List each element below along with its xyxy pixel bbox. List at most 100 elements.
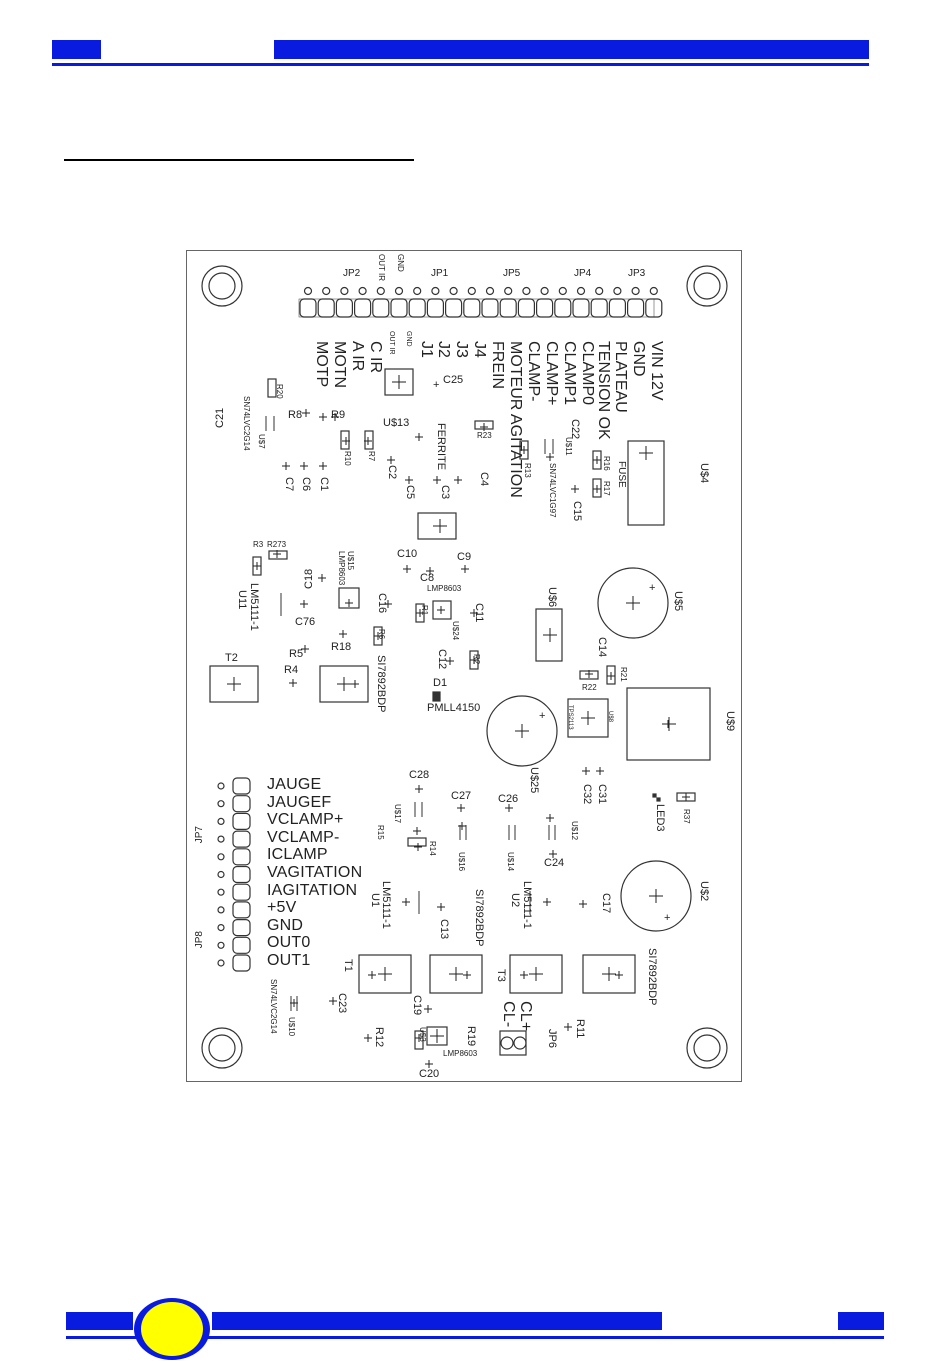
left-connector-hole: [217, 800, 225, 808]
top-signal-label: PLATEAU: [612, 341, 629, 413]
jp6-label: JP6: [546, 1029, 558, 1048]
header-bar-right: [274, 40, 869, 59]
left-connector-pad: [232, 936, 251, 954]
top-connector-hole: [303, 286, 313, 296]
jp1-label: JP1: [431, 268, 449, 279]
top-connector-hole: [467, 286, 476, 296]
mounting-hole-tr: [686, 265, 728, 307]
r18-label: R18: [331, 641, 352, 653]
c32-label: C32: [581, 784, 593, 805]
r273-body: [268, 550, 288, 560]
r14-body: [407, 837, 427, 847]
left-signal-label: VCLAMP-: [267, 828, 340, 846]
si7892-1-body: [319, 665, 369, 703]
header-bar-left: [52, 40, 101, 59]
c25-label: C25: [443, 374, 464, 386]
c8-label: C8: [420, 572, 435, 584]
d1-label: D1: [433, 677, 448, 689]
t3-label: T3: [495, 969, 507, 982]
jp7-label: JP7: [194, 826, 205, 844]
left-signal-label: GND: [267, 916, 304, 934]
c23-label: C23: [336, 993, 348, 1014]
mounting-hole-bl: [201, 1027, 243, 1069]
svg-text:+: +: [433, 379, 439, 391]
top-connector-pad: [317, 298, 335, 318]
top-connector-hole: [376, 286, 385, 296]
c25-body: [384, 368, 414, 396]
r17-label: R17: [602, 481, 611, 496]
top-connector-pad: [445, 298, 463, 318]
u24-label: U$24: [451, 621, 460, 641]
top-connector-hole: [358, 286, 367, 296]
d1-diode: [432, 691, 441, 702]
left-signal-label: +5V: [267, 899, 297, 917]
c9-label: C9: [457, 551, 472, 563]
c14-label: C14: [596, 637, 608, 658]
c3-label: C3: [439, 485, 451, 500]
left-signal-label: OUT0: [267, 934, 311, 952]
c28-label: C28: [409, 769, 430, 781]
r4-label: R4: [284, 664, 299, 676]
lmp8603-2-label: LMP8603: [427, 584, 462, 593]
top-signal-label: CLAMP1: [561, 341, 578, 406]
sn74-2-label: SN74LVC2G14: [269, 979, 278, 1034]
top-connector-pad: [627, 298, 645, 318]
u5-capacitor: [597, 567, 669, 639]
r16-label: R16: [602, 456, 611, 471]
t1-label: T1: [342, 959, 354, 972]
top-connector-hole: [449, 286, 458, 296]
top-connector-hole: [394, 286, 404, 296]
r21-label: R21: [619, 667, 628, 682]
c21-label: C21: [214, 407, 226, 428]
r19-body: [414, 1030, 424, 1050]
svg-text:+: +: [664, 912, 670, 924]
u8-body: [567, 698, 609, 738]
top-signal-label: CLAMP+: [543, 341, 560, 406]
top-connector-pad: [299, 298, 317, 318]
fuse-label: FUSE: [616, 461, 627, 488]
header-rule: [52, 63, 869, 66]
top-signal-label: VIN 12V: [648, 341, 665, 401]
top-signal-label: CLAMP0: [579, 341, 596, 406]
left-connector-hole: [217, 906, 225, 914]
top-signal-label: OUT IR: [388, 331, 395, 355]
top-signal-label: A IR: [349, 341, 366, 372]
u1-label: U1: [369, 893, 381, 908]
left-connector-pad: [232, 954, 251, 972]
u11s-label: U$11: [564, 437, 573, 456]
u5-label: U$5: [672, 591, 684, 612]
left-connector-pad: [232, 918, 251, 937]
r7-label: R7: [367, 451, 376, 462]
footer-logo-disc: [141, 1302, 203, 1356]
led3-label: LED3: [654, 804, 666, 832]
top-connector-row: [298, 286, 663, 318]
top-connector-hole: [322, 286, 331, 296]
sn74g97-label: SN74LVC1G97: [548, 463, 557, 518]
left-signal-label: VCLAMP+: [267, 811, 344, 829]
top-connector-pad: [426, 298, 444, 318]
ferrite-label: FERRITE: [435, 423, 447, 471]
t3-body: [509, 954, 563, 994]
r7-body: [364, 430, 374, 450]
c76-label: C76: [295, 616, 316, 628]
left-connector-pad: [232, 901, 251, 919]
u14-label: U$14: [506, 852, 515, 872]
u9-body: [626, 687, 711, 761]
u25-label: U$25: [528, 767, 540, 794]
jp5-label: JP5: [503, 268, 521, 279]
top-label-out-ir: OUT IR: [377, 254, 386, 281]
mounting-hole-tl: [201, 265, 243, 307]
jp6-pad-2: [513, 1036, 527, 1050]
t2-label: T2: [225, 652, 238, 664]
r12-label: R12: [373, 1027, 385, 1048]
jp6-pad-1: [500, 1036, 514, 1050]
left-signal-label: VAGITATION: [267, 864, 363, 881]
c19-label: C19: [411, 995, 423, 1016]
c6-label: C6: [300, 477, 312, 492]
c11-label: C11: [473, 603, 485, 623]
top-signal-label: J2: [435, 341, 452, 358]
top-signal-label: J4: [471, 341, 488, 358]
pcb-silkscreen-figure: + + + + OUT IR GND JP2 JP1 JP5 JP4 JP3 V…: [186, 250, 742, 1082]
mounting-hole-br: [686, 1027, 728, 1069]
c10-label: C10: [397, 548, 418, 560]
